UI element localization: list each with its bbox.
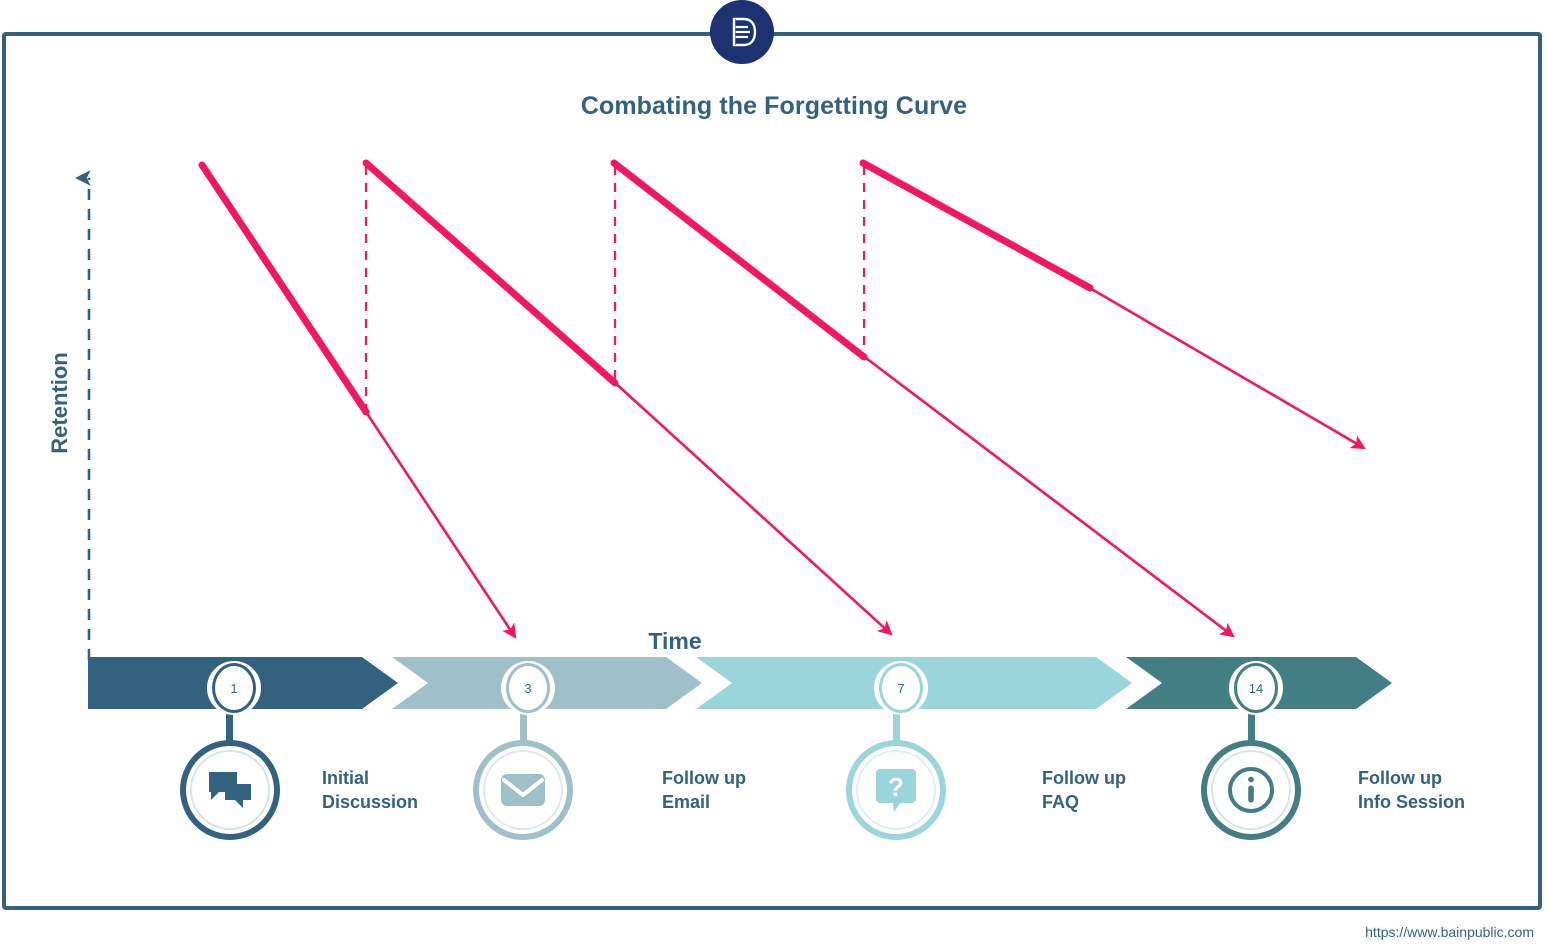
- milestone-label-initial-discussion: Initial Discussion: [322, 768, 419, 812]
- stem-1: [226, 700, 233, 752]
- timeline-marker-1[interactable]: 1: [207, 661, 261, 715]
- stem-3: [893, 700, 900, 752]
- timeline-marker-2[interactable]: 3: [501, 661, 555, 715]
- timeline-marker-3-label: 7: [897, 680, 905, 696]
- milestone-node-initial-discussion[interactable]: [180, 740, 280, 840]
- question-bubble-icon: ?: [876, 769, 916, 812]
- milestone-label-follow-up-info-session: Follow up Info Session: [1358, 768, 1466, 812]
- timeline-marker-3[interactable]: 7: [874, 661, 928, 715]
- page-title: Combating the Forgetting Curve: [580, 92, 968, 120]
- footer-url[interactable]: https://www.bainpublic.com: [1365, 924, 1534, 940]
- svg-text:?: ?: [888, 772, 904, 802]
- timeline-marker-1-label: 1: [230, 680, 238, 696]
- milestone-node-follow-up-info-session[interactable]: [1201, 740, 1301, 840]
- chat-bubbles-icon: [209, 772, 251, 808]
- milestone-label-follow-up-faq: Follow up FAQ: [1042, 768, 1126, 812]
- milestone-node-follow-up-email[interactable]: [473, 740, 573, 840]
- bain-public-logo: [710, 0, 774, 64]
- milestone-label-follow-up-email: Follow up Email: [662, 768, 746, 812]
- logo-b-monogram-icon: [732, 17, 757, 47]
- info-icon: [1228, 767, 1274, 813]
- y-axis-label: Retention: [47, 352, 72, 454]
- envelope-icon: [501, 774, 545, 806]
- stem-2: [520, 700, 527, 752]
- milestone-node-follow-up-faq[interactable]: ?: [846, 740, 946, 840]
- x-axis-label: Time: [648, 628, 702, 654]
- timeline-marker-4[interactable]: 14: [1229, 661, 1283, 715]
- timeline-marker-2-label: 3: [524, 680, 532, 696]
- stem-4: [1248, 700, 1255, 752]
- timeline-marker-4-label: 14: [1248, 680, 1264, 696]
